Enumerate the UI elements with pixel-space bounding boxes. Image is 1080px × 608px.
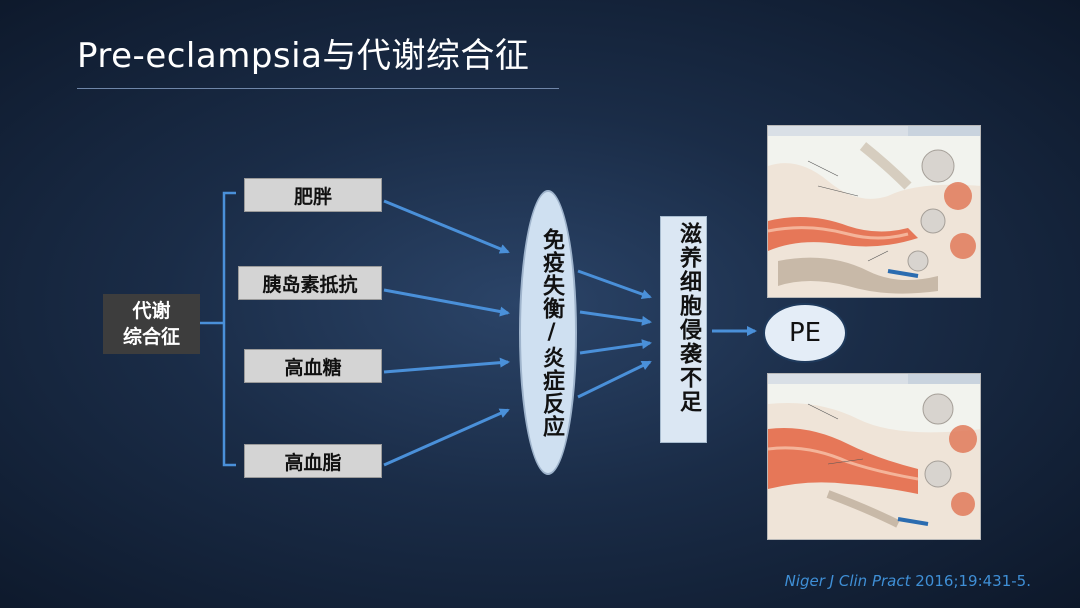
- citation-details: 2016;19:431-5.: [910, 572, 1031, 590]
- arrow-insulin-immune: [383, 288, 510, 317]
- cause-insulin-resistance: 胰岛素抵抗: [238, 266, 382, 300]
- arrow-lipid-immune: [383, 408, 510, 467]
- cause-label: 胰岛素抵抗: [262, 273, 358, 296]
- cause-obesity: 肥胖: [244, 178, 382, 212]
- arrow-immune-tropho-3: [579, 339, 652, 355]
- pe-outcome-ellipse: PE: [763, 303, 847, 363]
- cause-label: 高血糖: [284, 356, 342, 379]
- cause-hyperlipidemia: 高血脂: [244, 444, 382, 478]
- causes-bracket: [200, 191, 236, 467]
- placenta-diagram-bottom: [768, 374, 980, 539]
- immune-imbalance-ellipse: [519, 190, 577, 475]
- cause-hyperglycemia: 高血糖: [244, 349, 382, 383]
- immune-imbalance-label: 免疫失衡/炎症反应: [539, 228, 564, 438]
- arrow-immune-tropho-4: [577, 360, 652, 399]
- cause-label: 肥胖: [293, 185, 332, 208]
- citation: Niger J Clin Pract 2016;19:431-5.: [785, 572, 1031, 590]
- placenta-illustration-top: [767, 125, 981, 298]
- metabolic-syndrome-box: 代谢 综合征: [103, 294, 200, 354]
- trophoblast-invasion-label: 滋养细胞侵袭不足: [676, 222, 701, 414]
- cause-label: 高血脂: [284, 451, 342, 474]
- metabolic-line-2: 综合征: [122, 326, 180, 348]
- arrow-glucose-immune: [383, 357, 510, 374]
- pe-label: PE: [788, 318, 822, 348]
- title-underline: [77, 88, 559, 89]
- metabolic-line-1: 代谢: [132, 300, 171, 322]
- trophoblast-invasion-box: [660, 216, 707, 443]
- placenta-illustration-bottom: [767, 373, 981, 540]
- arrow-obesity-immune: [383, 199, 510, 254]
- arrow-immune-tropho-1: [577, 269, 652, 299]
- slide-title: Pre-eclampsia与代谢综合征: [77, 36, 530, 76]
- citation-journal: Niger J Clin Pract: [784, 572, 911, 590]
- arrow-immune-tropho-2: [579, 310, 652, 326]
- placenta-diagram-top: [768, 126, 980, 297]
